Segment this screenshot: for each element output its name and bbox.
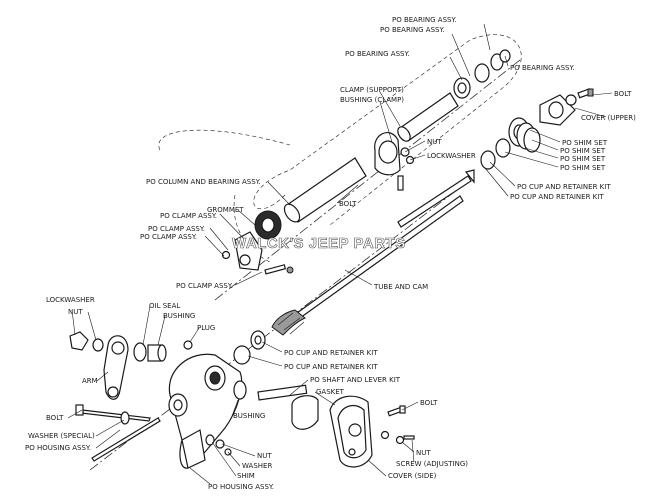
bolt-washer-left bbox=[75, 404, 161, 462]
watermark-text: WALCK'S JEEP PARTS bbox=[232, 235, 406, 252]
label-shim-set-2: PO SHIM SET bbox=[560, 147, 606, 155]
bolt-top bbox=[577, 88, 594, 99]
label-screw-adjusting: SCREW (ADJUSTING) bbox=[396, 460, 468, 468]
label-cup-retainer-2: PO CUP AND RETAINER KIT bbox=[510, 193, 604, 201]
label-plug: PLUG bbox=[197, 324, 215, 332]
column-tube-upper bbox=[397, 92, 459, 142]
label-grommet: GROMMET bbox=[207, 206, 244, 214]
label-oil-seal: OIL SEAL bbox=[149, 302, 180, 310]
label-shim-set-1: PO SHIM SET bbox=[562, 139, 608, 147]
label-bushing-clamp: BUSHING (CLAMP) bbox=[340, 96, 404, 104]
label-bolt-right: BOLT bbox=[420, 399, 438, 407]
label-nut-top: NUT bbox=[427, 138, 442, 146]
column-envelope bbox=[253, 34, 522, 226]
label-clamp-assy-3: PO CLAMP ASSY. bbox=[140, 233, 197, 241]
grommet bbox=[254, 210, 282, 240]
label-bearing-assy-right: PO BEARING ASSY. bbox=[510, 64, 575, 72]
label-cover-side: COVER (SIDE) bbox=[388, 472, 437, 480]
tube-and-cam bbox=[271, 195, 464, 336]
label-nut-bottom-right: NUT bbox=[416, 449, 431, 457]
oil-seal-bushing bbox=[133, 340, 193, 362]
label-bearing-assy-left: PO BEARING ASSY. bbox=[345, 50, 410, 58]
label-shim-set-3: PO SHIM SET bbox=[560, 155, 606, 163]
label-bushing-left: BUSHING bbox=[163, 312, 195, 320]
label-shim: SHIM bbox=[237, 472, 255, 480]
label-clamp-assy-2: PO CLAMP ASSY. bbox=[148, 225, 205, 233]
label-gasket: GASKET bbox=[316, 388, 345, 396]
clamp-support bbox=[374, 132, 404, 191]
label-clamp-support: CLAMP (SUPPORT) bbox=[340, 86, 404, 94]
label-housing-assy-2: PO HOUSING ASSY. bbox=[208, 483, 274, 491]
label-lockwasher-top: LOCKWASHER bbox=[427, 152, 476, 160]
label-cup-retainer-4: PO CUP AND RETAINER KIT bbox=[284, 363, 378, 371]
clamp-assy bbox=[221, 231, 294, 275]
clamp-outline bbox=[233, 194, 271, 263]
small-hardware-bottom bbox=[205, 434, 232, 456]
label-cup-retainer-3: PO CUP AND RETAINER KIT bbox=[284, 349, 378, 357]
label-washer-bottom: WASHER bbox=[242, 462, 272, 470]
shim-set bbox=[480, 117, 541, 170]
label-column-bearing: PO COLUMN AND BEARING ASSY. bbox=[146, 178, 261, 186]
bolt-nut-right bbox=[380, 405, 415, 445]
arm bbox=[103, 335, 129, 400]
label-bolt-left: BOLT bbox=[46, 414, 64, 422]
label-clamp-assy-1: PO CLAMP ASSY. bbox=[160, 212, 217, 220]
label-arm: ARM bbox=[82, 377, 98, 385]
column-outline-left bbox=[158, 129, 291, 151]
column-tube-lower bbox=[283, 157, 367, 223]
steering-shaft-upper bbox=[397, 169, 475, 228]
label-cup-retainer-1: PO CUP AND RETAINER KIT bbox=[517, 183, 611, 191]
shaft-and-lever bbox=[233, 380, 319, 430]
label-bushing-bottom: BUSHING bbox=[233, 412, 265, 420]
nut-lockwasher-top bbox=[400, 147, 415, 165]
label-nut-bottom-mid: NUT bbox=[257, 452, 272, 460]
label-bearing-assy-top2: PO BEARING ASSY. bbox=[380, 26, 445, 34]
label-bolt-top: BOLT bbox=[614, 90, 632, 98]
label-lockwasher-left: LOCKWASHER bbox=[46, 296, 95, 304]
label-bearing-assy-top1: PO BEARING ASSY. bbox=[392, 16, 457, 24]
label-nut-left: NUT bbox=[68, 308, 83, 316]
label-shim-set-4: PO SHIM SET bbox=[560, 164, 606, 172]
label-shaft-lever: PO SHAFT AND LEVER KIT bbox=[310, 376, 401, 384]
axis-column bbox=[214, 59, 521, 301]
bearing-upper bbox=[453, 49, 511, 99]
label-bolt-mid: BOLT bbox=[339, 200, 357, 208]
cup-retainer-mid bbox=[233, 330, 266, 365]
label-tube-cam: TUBE AND CAM bbox=[373, 283, 428, 291]
label-cover-upper: COVER (UPPER) bbox=[581, 114, 636, 122]
cover-upper bbox=[539, 94, 577, 126]
nut-lockwasher-left bbox=[69, 331, 104, 352]
label-clamp-assy-4: PO CLAMP ASSY. bbox=[176, 282, 233, 290]
leader-lines bbox=[67, 23, 613, 485]
label-washer-special: WASHER (SPECIAL) bbox=[28, 432, 95, 440]
housing bbox=[168, 353, 243, 469]
gasket-cover-side bbox=[329, 395, 373, 468]
label-housing-assy-1: PO HOUSING ASSY. bbox=[25, 444, 91, 452]
